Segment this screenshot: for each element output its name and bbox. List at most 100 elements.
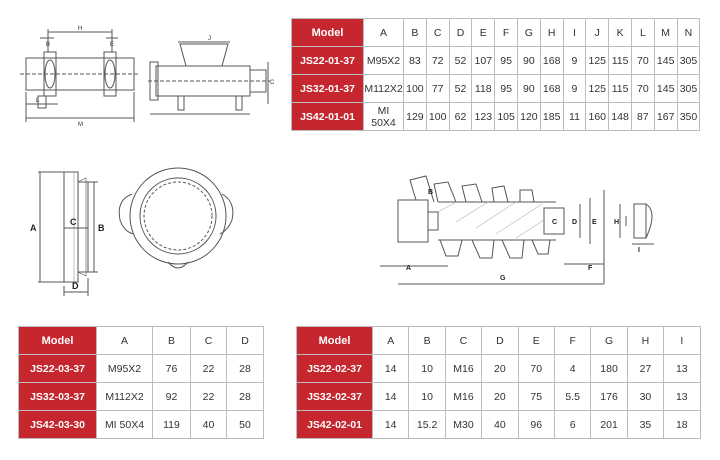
ring-nut-drawing: A B C D <box>30 167 234 296</box>
column-header: H <box>626 326 665 355</box>
table-cell: 27 <box>626 354 665 383</box>
column-header: I <box>663 326 701 355</box>
table-cell: 72 <box>425 46 450 75</box>
column-header: I <box>562 18 587 47</box>
body-assembly-drawing: H B E M L J C <box>20 26 275 128</box>
table-header-row: Model A B C D E F G H I J K L M N <box>291 18 701 47</box>
ring-nut-spec-table: Model A B C D JS22-03-37 M95X2 76 22 28 … <box>18 326 264 439</box>
table-cell: 201 <box>590 410 628 439</box>
column-header: E <box>517 326 555 355</box>
table-cell: 115 <box>608 74 632 103</box>
column-header: J <box>585 18 610 47</box>
model-cell: JS42-01-01 <box>291 102 364 131</box>
table-cell: 148 <box>608 102 632 131</box>
table-cell: 22 <box>190 354 227 383</box>
table-row: JS32-02-37 14 10 M16 20 75 5.5 176 30 13 <box>296 382 701 411</box>
column-header: A <box>363 18 404 47</box>
table-cell: 168 <box>539 46 564 75</box>
column-header: B <box>152 326 191 355</box>
column-header: D <box>481 326 519 355</box>
column-header: A <box>371 326 410 355</box>
column-header: D <box>226 326 264 355</box>
column-header: D <box>448 18 473 47</box>
table-cell: 105 <box>494 102 518 131</box>
dim-label: I <box>638 247 640 254</box>
table-cell: 13 <box>663 354 701 383</box>
table-row: JS42-01-01 MI 50X4 129 100 62 123 105 12… <box>291 102 701 131</box>
table-cell: 87 <box>630 102 655 131</box>
table-cell: 168 <box>539 74 564 103</box>
table-cell: 35 <box>626 410 665 439</box>
model-header: Model <box>18 326 97 355</box>
table-cell: 70 <box>630 74 655 103</box>
model-header: Model <box>291 18 364 47</box>
table-cell: 6 <box>553 410 592 439</box>
table-cell: 305 <box>676 46 701 75</box>
svg-text:B: B <box>46 42 50 48</box>
svg-text:E: E <box>110 42 114 48</box>
model-cell: JS22-02-37 <box>296 354 373 383</box>
table-cell: 305 <box>676 74 701 103</box>
table-cell: 62 <box>448 102 473 131</box>
table-row: JS22-02-37 14 10 M16 20 70 4 180 27 13 <box>296 354 701 383</box>
table-cell: 145 <box>653 74 678 103</box>
column-header: C <box>190 326 227 355</box>
table-cell: 125 <box>585 74 610 103</box>
model-cell: JS42-02-01 <box>296 410 373 439</box>
table-row: JS42-03-30 MI 50X4 119 40 50 <box>18 410 264 439</box>
table-cell: 14 <box>371 410 410 439</box>
table-row: JS42-02-01 14 15.2 M30 40 96 6 201 35 18 <box>296 410 701 439</box>
dim-label: B <box>98 223 105 233</box>
table-cell: 4 <box>553 354 592 383</box>
table-cell: 28 <box>226 354 264 383</box>
table-cell: 160 <box>585 102 610 131</box>
table-cell: MI 50X4 <box>96 410 153 439</box>
svg-text:L: L <box>36 98 40 104</box>
column-header: G <box>516 18 541 47</box>
table-cell: 95 <box>494 46 518 75</box>
table-cell: M16 <box>444 354 483 383</box>
table-cell: 40 <box>481 410 519 439</box>
table-cell: 107 <box>471 46 496 75</box>
table-cell: 125 <box>585 46 610 75</box>
dim-label: C <box>70 217 77 227</box>
table-cell: M30 <box>444 410 483 439</box>
table-cell: 20 <box>481 382 519 411</box>
column-header: B <box>408 326 446 355</box>
model-cell: JS32-01-37 <box>291 74 364 103</box>
dim-label: F <box>588 265 593 272</box>
table-cell: 96 <box>517 410 555 439</box>
table-cell: 9 <box>562 46 587 75</box>
table-cell: 185 <box>539 102 564 131</box>
table-row: JS32-03-37 M112X2 92 22 28 <box>18 382 264 411</box>
table-cell: M112X2 <box>96 382 153 411</box>
table-cell: 15.2 <box>408 410 446 439</box>
column-header: N <box>676 18 701 47</box>
column-header: F <box>553 326 592 355</box>
model-cell: JS22-03-37 <box>18 354 97 383</box>
svg-text:M: M <box>78 122 83 128</box>
column-header: C <box>425 18 450 47</box>
table-cell: 76 <box>152 354 191 383</box>
column-header: L <box>630 18 655 47</box>
dim-label: G <box>500 275 506 282</box>
table-cell: 52 <box>448 74 473 103</box>
table-cell: 14 <box>371 382 410 411</box>
table-cell: MI 50X4 <box>363 102 404 131</box>
table-cell: 77 <box>425 74 450 103</box>
table-cell: 115 <box>608 46 632 75</box>
table-cell: 11 <box>562 102 587 131</box>
model-header: Model <box>296 326 373 355</box>
table-cell: 119 <box>152 410 191 439</box>
dim-label: C <box>552 219 557 226</box>
dim-label: D <box>72 281 79 291</box>
table-cell: M112X2 <box>363 74 404 103</box>
table-cell: 28 <box>226 382 264 411</box>
column-header: F <box>494 18 518 47</box>
table-cell: 92 <box>152 382 191 411</box>
table-header-row: Model A B C D <box>18 326 264 355</box>
table-cell: 180 <box>590 354 628 383</box>
body-spec-table: Model A B C D E F G H I J K L M N JS22-0… <box>291 18 701 131</box>
column-header: A <box>96 326 153 355</box>
table-cell: 70 <box>630 46 655 75</box>
